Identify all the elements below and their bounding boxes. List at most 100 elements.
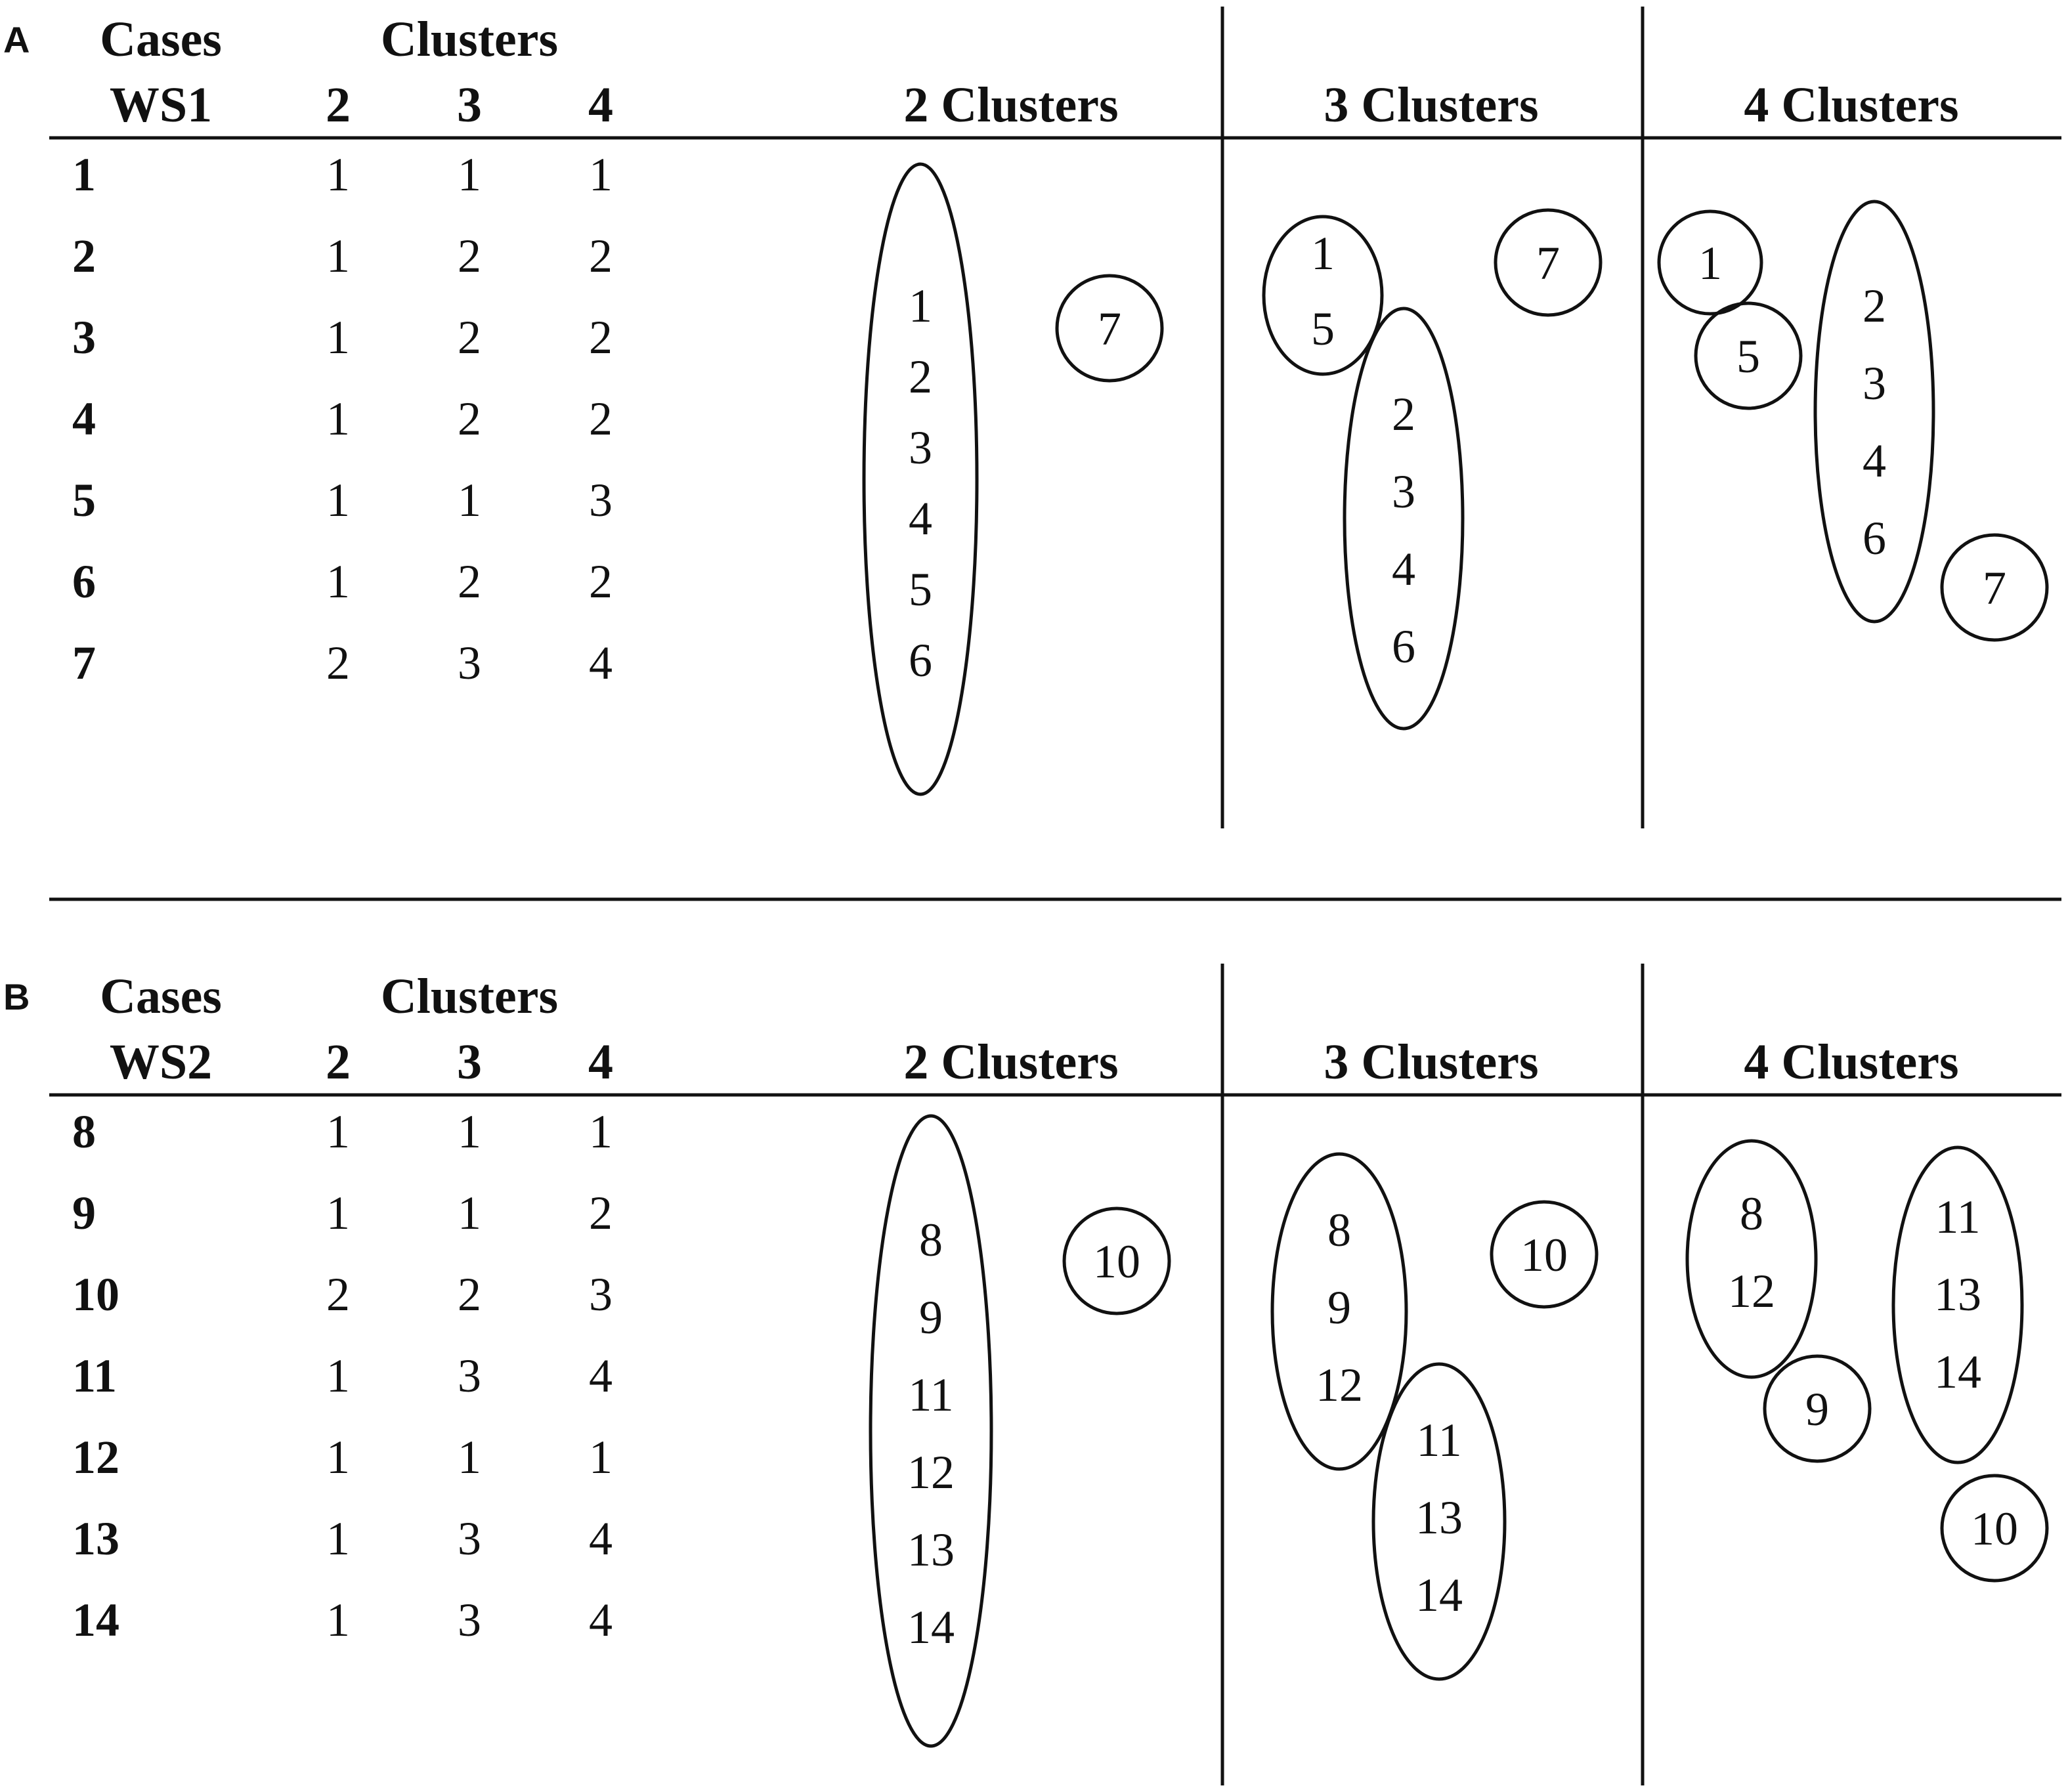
cluster-member: 11 — [908, 1369, 953, 1421]
cluster-member: 3 — [909, 421, 932, 474]
cluster-group: 7 — [1055, 274, 1164, 383]
cluster-group: 7 — [1940, 533, 2049, 642]
table-cell: 1 — [589, 148, 613, 201]
cluster-member: 2 — [909, 351, 932, 403]
cluster-col-header: 2 — [326, 1035, 351, 1090]
table-cell: 2 — [589, 230, 613, 282]
table-cell: 1 — [326, 311, 350, 364]
cluster-ellipse — [1371, 1362, 1507, 1681]
table-case-label: 9 — [72, 1187, 96, 1239]
table-cell: 3 — [458, 1594, 481, 1646]
cases-header: Cases — [100, 969, 222, 1024]
table-cell: 1 — [458, 148, 481, 201]
table-cell: 2 — [458, 555, 481, 608]
table-cell: 1 — [326, 474, 350, 526]
cluster-member: 10 — [1971, 1503, 2018, 1555]
table-case-label: 6 — [72, 555, 96, 608]
cluster-ellipse — [869, 1114, 993, 1748]
cluster-member: 13 — [907, 1524, 955, 1576]
cluster-ellipse — [1694, 301, 1803, 410]
table-cell: 2 — [589, 311, 613, 364]
cluster-group: 7 — [1494, 208, 1603, 317]
table-cell: 1 — [458, 1187, 481, 1239]
table-cell: 1 — [326, 230, 350, 282]
table-cell: 2 — [458, 1268, 481, 1321]
cluster-ellipse — [1940, 533, 2049, 642]
cluster-member: 1 — [909, 280, 932, 332]
cluster-group: 5 — [1694, 301, 1803, 410]
table-cell: 2 — [326, 637, 350, 689]
cluster-ellipse — [1940, 1474, 2049, 1583]
cluster-ellipse — [1270, 1152, 1408, 1471]
cluster-ellipse — [862, 162, 979, 796]
cluster-member: 7 — [1098, 303, 1121, 355]
table-case-label: 10 — [72, 1268, 119, 1321]
table-cell: 1 — [326, 1594, 350, 1646]
cluster-ellipse — [1490, 1200, 1599, 1309]
cluster-member: 7 — [1983, 562, 2006, 614]
diagram-title: 2 Clusters — [903, 1035, 1118, 1090]
cluster-ellipse — [1891, 1145, 2024, 1464]
diagram-title: 3 Clusters — [1324, 77, 1538, 133]
table-cell: 2 — [458, 230, 481, 282]
table-cell: 4 — [589, 1512, 613, 1565]
cluster-col-header: 4 — [588, 77, 613, 133]
table-cell: 1 — [589, 1105, 613, 1158]
panel-letter: A — [3, 19, 30, 60]
cluster-ellipse — [1813, 200, 1935, 624]
cluster-member: 10 — [1093, 1235, 1140, 1288]
table-cell: 2 — [589, 555, 613, 608]
cluster-group: 10 — [1062, 1206, 1171, 1315]
cluster-member: 5 — [1311, 303, 1335, 355]
cluster-member: 5 — [909, 563, 932, 616]
cluster-ellipse — [1685, 1139, 1818, 1379]
table-cell: 1 — [326, 393, 350, 445]
table-cell: 1 — [458, 1105, 481, 1158]
cluster-col-header: 4 — [588, 1035, 613, 1090]
table-cell: 4 — [589, 1350, 613, 1402]
table-cell: 1 — [326, 1105, 350, 1158]
cluster-member: 2 — [1392, 388, 1415, 440]
table-case-label: 5 — [72, 474, 96, 526]
table-cell: 2 — [589, 1187, 613, 1239]
cluster-member: 9 — [1805, 1383, 1829, 1436]
table-cell: 1 — [326, 1350, 350, 1402]
cluster-member: 8 — [1327, 1204, 1351, 1256]
cluster-group: 1 — [1657, 209, 1763, 316]
cluster-col-header: 3 — [457, 1035, 482, 1090]
diagram-title: 3 Clusters — [1324, 1035, 1538, 1090]
cluster-member: 7 — [1536, 237, 1560, 289]
cluster-member: 13 — [1415, 1491, 1463, 1544]
cluster-member: 12 — [1728, 1265, 1775, 1317]
table-cell: 1 — [589, 1431, 613, 1483]
cluster-member: 4 — [1863, 435, 1886, 487]
cluster-ellipse — [1262, 215, 1384, 376]
table-cell: 1 — [326, 148, 350, 201]
table-case-label: 3 — [72, 311, 96, 364]
clusters-header: Clusters — [381, 969, 558, 1024]
cluster-ellipse — [1763, 1354, 1872, 1463]
ws-header: WS1 — [110, 77, 212, 133]
cluster-group: 10 — [1490, 1200, 1599, 1309]
table-case-label: 1 — [72, 148, 96, 201]
table-case-label: 14 — [72, 1594, 119, 1646]
cluster-member: 14 — [1415, 1569, 1463, 1621]
table-cell: 1 — [326, 1431, 350, 1483]
cluster-member: 12 — [907, 1446, 955, 1499]
cluster-member: 6 — [1863, 512, 1886, 565]
table-cell: 4 — [589, 1594, 613, 1646]
cluster-ellipse — [1055, 274, 1164, 383]
